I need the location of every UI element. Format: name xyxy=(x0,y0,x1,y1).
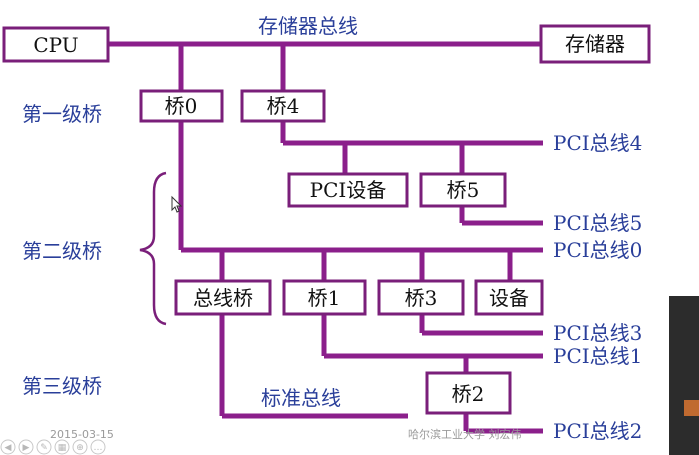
bridge3-label: 桥3 xyxy=(405,286,438,310)
slides-grid-icon[interactable]: ▦ xyxy=(54,439,70,455)
bridge1-box: 桥1 xyxy=(282,279,367,316)
next-slide-icon[interactable]: ▶ xyxy=(18,439,34,455)
bridge4-box: 桥4 xyxy=(240,89,326,123)
pci-bus-3-label: PCI总线3 xyxy=(553,321,642,345)
bridge2-label: 桥2 xyxy=(452,382,485,406)
level-2-brace xyxy=(139,171,167,326)
presenter-video-thumbnail xyxy=(669,296,699,455)
pci-device-box: PCI设备 xyxy=(287,172,409,208)
svg-text:⊕: ⊕ xyxy=(76,443,84,453)
cpu-box: CPU xyxy=(2,26,110,63)
bridge1-label: 桥1 xyxy=(308,286,341,310)
memory-label: 存储器 xyxy=(565,32,625,56)
cpu-label: CPU xyxy=(33,33,78,57)
bridge2-box: 桥2 xyxy=(425,371,512,415)
pci-bus-1-label: PCI总线1 xyxy=(553,344,642,368)
level-3-label: 第三级桥 xyxy=(22,374,102,398)
level-2-label: 第二级桥 xyxy=(22,239,102,263)
pen-icon[interactable]: ✎ xyxy=(36,439,52,455)
memory-bus-label: 存储器总线 xyxy=(258,14,358,38)
svg-text:▶: ▶ xyxy=(23,443,30,453)
svg-text:…: … xyxy=(94,443,103,453)
mouse-cursor-icon xyxy=(171,195,183,213)
slideshow-controls[interactable]: ◀ ▶ ✎ ▦ ⊕ … xyxy=(0,439,106,455)
device-box: 设备 xyxy=(474,279,544,316)
bridge3-box: 桥3 xyxy=(377,279,465,316)
level-1-label: 第一级桥 xyxy=(22,102,102,126)
pci-bus-2-label: PCI总线2 xyxy=(553,419,642,443)
zoom-icon[interactable]: ⊕ xyxy=(72,439,88,455)
standard-bus-label: 标准总线 xyxy=(261,386,341,410)
memory-box: 存储器 xyxy=(539,24,651,64)
pci-bus-5-label: PCI总线5 xyxy=(553,211,642,235)
bridge0-label: 桥0 xyxy=(165,94,198,118)
pci-bus-0-label: PCI总线0 xyxy=(553,238,642,262)
device-label: 设备 xyxy=(489,286,529,310)
bus-wires xyxy=(108,41,543,434)
bridge5-label: 桥5 xyxy=(447,178,480,202)
bridge0-box: 桥0 xyxy=(139,89,224,123)
pci-device-label: PCI设备 xyxy=(310,178,387,202)
svg-text:✎: ✎ xyxy=(40,443,48,453)
footer-author: 哈尔滨工业大学 刘宏伟 xyxy=(408,427,522,441)
pci-bus-4-label: PCI总线4 xyxy=(553,131,642,155)
svg-text:◀: ◀ xyxy=(5,443,12,453)
footer-date: 2015-03-15 xyxy=(50,428,114,441)
bus-bridge-box: 总线桥 xyxy=(174,279,272,316)
previous-slide-icon[interactable]: ◀ xyxy=(0,439,16,455)
bus-bridge-label: 总线桥 xyxy=(193,286,253,310)
bridge5-box: 桥5 xyxy=(419,172,507,208)
bridge4-label: 桥4 xyxy=(267,94,300,118)
more-options-icon[interactable]: … xyxy=(90,439,106,455)
svg-text:▦: ▦ xyxy=(58,443,67,453)
